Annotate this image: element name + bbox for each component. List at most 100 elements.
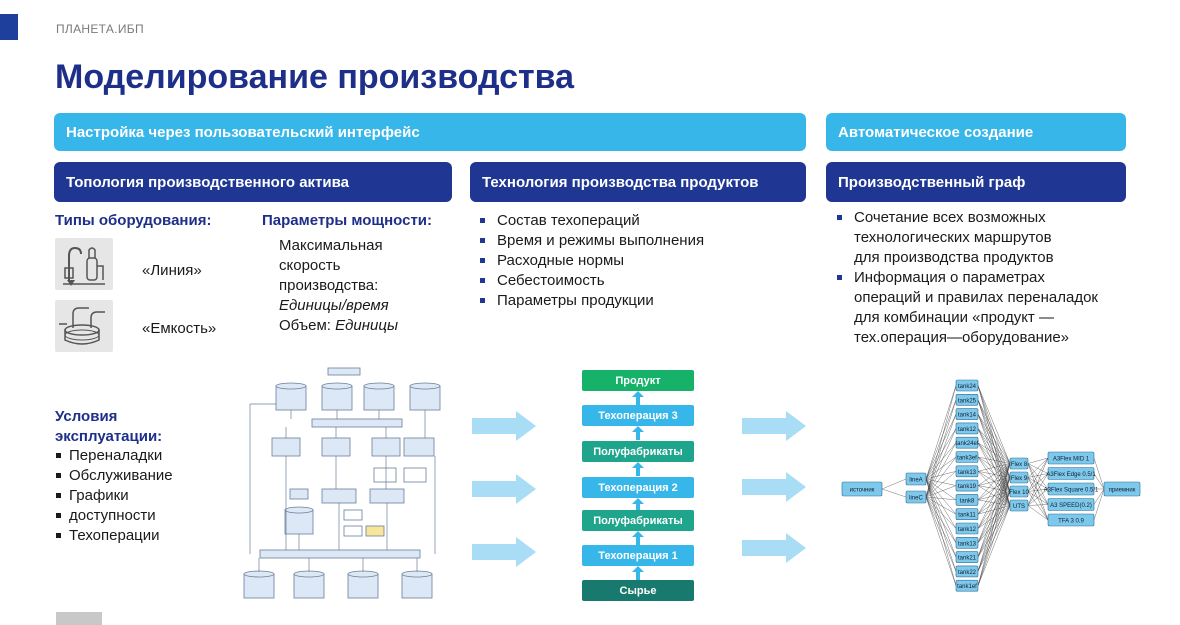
graph-edge [977,491,1011,586]
graph-edge [977,477,1011,586]
graph-edge [1027,463,1049,474]
graph-edge [1027,488,1049,492]
graph-edge [925,456,957,498]
graph-edge [1027,463,1049,521]
graph-edge [925,478,957,486]
graph-edge [1027,473,1049,492]
graph-edge [1027,488,1049,506]
flow-arrow-up-icon [632,498,644,512]
graph-edge [977,463,1011,558]
graph-edge [977,463,1011,486]
graph-tank-node-box [955,479,979,492]
capacity-line-2: скорость [279,257,341,274]
conditions-heading-1: Условия [55,408,118,425]
graph-product-node-label: A3Flex Square 0.5/1 [1044,488,1099,494]
graph-edge [925,399,957,498]
graph-tank-node-label: tank12 [958,527,977,533]
graph-tank-node-box [955,508,979,520]
flow-product: Продукт [582,370,694,391]
graph-tank-node-box [955,522,979,535]
line-type-label: «Линия» [142,262,202,279]
graph-edge [1027,457,1049,464]
graph-edge [925,478,957,501]
graph-edge [925,442,957,480]
graph-sink-node-box [1103,481,1141,497]
line-equipment-icon [55,238,113,290]
list-item: Время и режимы выполнения [473,231,704,251]
graph-product-node-label: A3Flex MID 1 [1053,457,1090,463]
graph-line-node-label: lineC [909,496,923,502]
graph-tank-node-label: tank22 [958,570,977,576]
arrow-right-icon [472,411,536,441]
production-graph: источникlineAlineCtank24tank25tank14tank… [841,379,1141,592]
arrow-right-icon [742,411,806,441]
conditions-list: Переналадки Обслуживание Графики доступн… [55,446,173,546]
graph-sink-node-label: приемник [1109,488,1136,494]
graph-item-2-line-1: Информация о параметрах [854,269,1045,286]
graph-flex-node-box [1009,471,1029,484]
graph-edge [925,496,957,529]
list-item: Сочетание всех возможных технологических… [830,208,1098,268]
graph-tank-node-box [955,422,979,435]
list-item: Себестоимость [473,271,704,291]
arrow-right-icon [472,474,536,504]
arrow-right-icon [742,472,806,502]
graph-edge [925,456,957,480]
graph-product-node-label: A3 SPEED(0.2) [1050,503,1092,509]
footer-bar [56,612,102,625]
graph-edge [1027,457,1049,506]
graph-edge [925,414,957,480]
graph-edge [977,442,1011,464]
graph-edge [925,399,957,480]
graph-edge [1027,491,1049,505]
graph-edge [925,428,957,480]
graph-edge [1027,504,1049,506]
graph-edge [925,496,957,501]
graph-tank-node-box [955,408,979,420]
graph-tank-node-label: tank19 [958,484,977,490]
graph-flex-node-box [1009,485,1029,498]
flow-arrow-up-icon [632,391,644,405]
graph-edge [925,496,957,543]
graph-edge [925,478,957,543]
graph-tank-node-label: tank14 [958,413,977,419]
graph-edge [925,442,957,498]
flow-semi-2: Полуфабрикаты [582,510,694,531]
graph-edge [977,456,1011,464]
graph-edge [977,463,1011,501]
list-item: Информация о параметрах операций и прави… [830,268,1098,348]
graph-edge [925,385,957,498]
capacity-text: Максимальная скорость производства: Един… [279,236,398,336]
technology-bar: Технология производства продуктов [470,162,806,202]
graph-edge [925,414,957,498]
graph-edge [925,385,957,480]
graph-edge [925,496,957,558]
graph-item-2-line-4: тех.операция—оборудование» [854,329,1070,346]
graph-tank-node-label: tank13 [958,470,977,476]
graph-edge [1093,473,1105,490]
graph-edge [1093,488,1105,521]
graph-edge [1027,477,1049,490]
flow-op-3: Техоперация 3 [582,405,694,426]
flow-arrow-up-icon [632,531,644,545]
graph-tank-node-box [955,436,979,449]
graph-tank-node-box [955,565,979,578]
technology-list: Состав техопераций Время и режимы выполн… [473,211,704,311]
graph-tank-node-label: tank3ef [957,456,977,462]
graph-tank-node-box [955,451,979,463]
volume-prefix: Объем: [279,317,336,334]
equipment-heading: Типы оборудования: [55,212,212,229]
graph-product-node-label: A3Flex Edge 0.5/1 [1046,472,1096,478]
corner-accent [0,14,18,40]
brand-label: ПЛАНЕТА.ИБП [56,22,144,36]
graph-tank-node-label: tank25 [958,398,977,404]
graph-edge [925,478,957,515]
list-item: Обслуживание [55,466,173,486]
graph-flex-node-label: UTS [1013,504,1025,510]
graph-line-node-box [905,472,927,486]
graph-edge [925,485,957,498]
graph-line-node-label: lineA [909,478,922,484]
graph-item-1-line-2: технологических маршрутов [854,229,1052,246]
graph-edge [977,463,1011,529]
graph-flex-node-box [1009,457,1029,470]
